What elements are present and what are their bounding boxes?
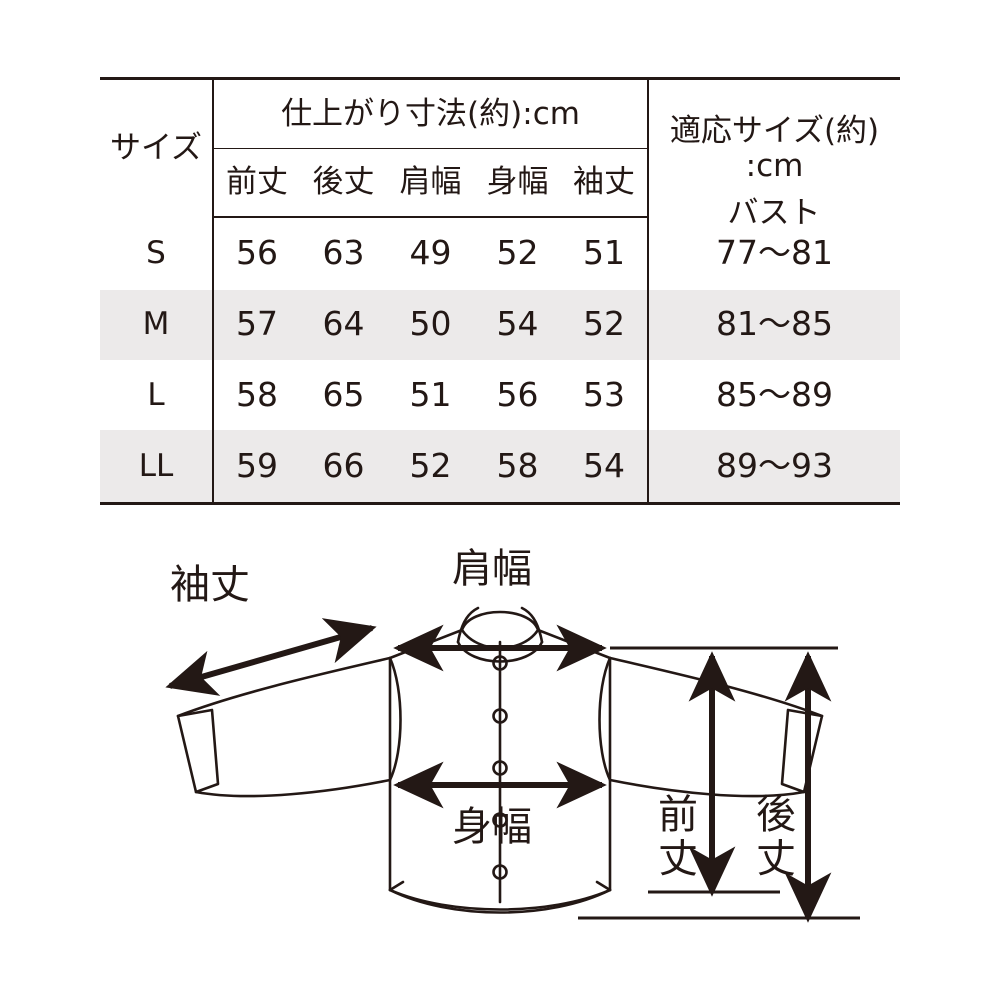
cell-back-length: 63: [322, 233, 365, 273]
right-cuff: [780, 708, 824, 794]
cell-front-length: 56: [212, 217, 300, 290]
garment-diagram: 袖丈 肩幅 身幅 前 丈 後 丈: [0, 520, 1000, 1000]
cell-front-length: 57: [212, 289, 300, 360]
column-header-body-width: 身幅: [474, 148, 561, 219]
left-sleeve-bottom-seam: [194, 778, 392, 798]
header-recommended-size-line1: 適応サイズ(約): [669, 112, 880, 149]
label-back-length-char2: 丈: [756, 836, 796, 882]
cell-body-width: 54: [474, 289, 561, 360]
label-back-length-char1: 後: [756, 792, 796, 838]
label-front-length-char1: 前: [658, 792, 698, 838]
cell-shoulder-width: 49: [409, 233, 452, 273]
cell-sleeve-length: 54: [561, 430, 649, 506]
button-icon: [492, 812, 508, 828]
row-size-label: S: [146, 235, 166, 272]
cell-back-length: 64: [300, 289, 387, 360]
left-cuff: [176, 708, 220, 794]
hem-right-corner: [595, 880, 612, 892]
cell-sleeve-length: 51: [583, 233, 625, 273]
label-sleeve-length: 袖丈: [170, 562, 250, 608]
table-row: LL 59 66 52 58 54 89〜93: [100, 430, 901, 506]
header-size-label: サイズ: [100, 77, 213, 218]
left-armhole: [388, 656, 402, 782]
label-shoulder-width: 肩幅: [452, 546, 532, 592]
right-armhole: [598, 656, 612, 782]
header-recommended-size: 適応サイズ(約) :cm: [647, 77, 901, 218]
size-table-container: サイズ 仕上がり寸法(約):cm 適応サイズ(約) :cm 前丈 後丈 肩幅 身…: [100, 77, 901, 506]
column-header-shoulder-width: 肩幅: [387, 148, 474, 219]
table-header-columns-row: 前丈 後丈 肩幅 身幅 袖丈: [100, 148, 900, 219]
button-icon: [492, 864, 508, 880]
hem-left-corner: [388, 880, 405, 892]
header-recommended-size-line2: :cm: [745, 147, 804, 184]
cell-sleeve-length: 52: [561, 289, 649, 360]
header-finished-measurements: 仕上がり寸法(約):cm: [211, 77, 649, 149]
button-icon: [492, 708, 508, 724]
column-header-sleeve-length: 袖丈: [561, 148, 649, 219]
cell-body-width: 56: [496, 374, 539, 414]
table-header-group-row: サイズ 仕上がり寸法(約):cm 適応サイズ(約) :cm: [100, 77, 901, 218]
label-front-length-char2: 丈: [658, 836, 698, 882]
cell-front-length: 59: [212, 430, 300, 506]
cell-bust: 81〜85: [647, 289, 901, 360]
sleeve-length-arrow: [165, 618, 377, 696]
header-finished-measurements-text: 仕上がり寸法(約):cm: [281, 95, 580, 132]
cell-body-width: 52: [496, 233, 539, 273]
cell-front-length: 58: [212, 359, 300, 431]
cell-bust: 85〜89: [647, 359, 901, 431]
cell-shoulder-width: 52: [387, 430, 474, 506]
cell-back-length: 66: [300, 430, 387, 506]
cell-body-width: 58: [474, 430, 561, 506]
right-shoulder-seam: [536, 628, 612, 660]
table-row: S 56 63 49 52 51 77〜81: [100, 217, 901, 290]
column-header-front-length: 前丈: [212, 148, 300, 219]
cell-shoulder-width: 50: [387, 289, 474, 360]
row-size-label: L: [147, 376, 165, 413]
column-header-back-length: 後丈: [300, 148, 387, 219]
cell-sleeve-length: 53: [583, 374, 625, 414]
column-header-bust: バスト: [727, 195, 821, 231]
size-table: サイズ 仕上がり寸法(約):cm 適応サイズ(約) :cm 前丈 後丈 肩幅 身…: [100, 77, 901, 506]
table-row: M 57 64 50 54 52 81〜85: [100, 289, 901, 360]
cell-bust: 89〜93: [647, 430, 901, 506]
cell-shoulder-width: 51: [409, 374, 452, 414]
cell-back-length: 65: [322, 374, 365, 414]
table-row: L 58 65 51 56 53 85〜89: [100, 359, 901, 431]
row-size-label: M: [100, 289, 213, 360]
right-sleeve-top-seam: [608, 656, 824, 718]
cell-bust: 77〜81: [647, 217, 901, 290]
left-sleeve-top-seam: [176, 656, 392, 718]
hem-back-curve: [388, 888, 612, 914]
label-body-width: 身幅: [452, 804, 532, 850]
row-size-label: LL: [100, 430, 213, 506]
collar-outer: [460, 610, 540, 632]
left-shoulder-seam: [388, 628, 464, 660]
